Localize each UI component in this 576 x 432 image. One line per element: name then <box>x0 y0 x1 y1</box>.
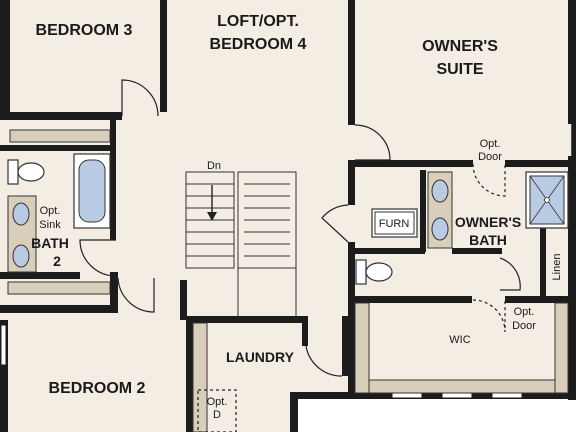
wall <box>342 316 348 376</box>
wall <box>348 160 355 205</box>
room-label-bedroom3: BEDROOM 3 <box>36 22 133 39</box>
sink <box>431 179 449 203</box>
wall <box>110 272 118 312</box>
opt-door-wic-label-line2: Door <box>512 320 536 332</box>
room-labels: BEDROOM 3 LOFT/OPT. BEDROOM 4 OWNER'S SU… <box>31 13 521 397</box>
door-swing <box>499 257 521 291</box>
cabinets <box>7 129 569 432</box>
stair-arrow-head <box>207 212 217 221</box>
stair-direction-label: Dn <box>207 160 221 172</box>
window <box>441 392 473 399</box>
wall <box>160 0 167 112</box>
wall <box>186 316 302 323</box>
furnace-label: FURN <box>379 218 410 230</box>
annotation-labels: Dn FURN Linen Opt. Sink Opt. Door Opt. D… <box>39 138 563 421</box>
linen-label: Linen <box>551 254 563 281</box>
wall <box>568 0 576 124</box>
window <box>491 392 523 399</box>
bathtub-basin <box>78 159 106 223</box>
wall <box>348 302 355 398</box>
wall <box>0 112 122 120</box>
staircase <box>185 171 297 316</box>
furnace <box>371 208 418 238</box>
wall <box>180 280 187 320</box>
wall <box>298 392 576 399</box>
opt-dryer-label-line2: D <box>213 409 221 421</box>
wall <box>452 248 502 254</box>
door-swing <box>354 124 391 161</box>
toilet-tank <box>7 159 19 185</box>
wall <box>571 123 576 157</box>
wall <box>302 316 308 346</box>
wall <box>505 160 575 167</box>
opt-dryer-label-line1: Opt. <box>207 396 228 408</box>
wall <box>355 248 425 254</box>
bedroom3-closet-shelf <box>9 129 111 143</box>
room-label-owners-bath-line2: BATH <box>469 232 507 248</box>
room-label-loft-line1: LOFT/OPT. <box>217 13 299 30</box>
wic-shelf-right <box>554 302 569 394</box>
wall <box>110 118 116 240</box>
wall <box>348 160 473 167</box>
wall <box>290 392 298 432</box>
wall <box>186 316 193 432</box>
sink <box>431 217 449 241</box>
wall <box>348 296 472 303</box>
door-swing <box>121 79 159 117</box>
bedroom2-closet-shelf <box>7 281 111 295</box>
opt-sink-label-line2: Sink <box>39 219 61 231</box>
wall <box>0 0 10 118</box>
room-label-bath2-line2: 2 <box>53 253 61 269</box>
sink <box>12 202 30 226</box>
door-swing <box>305 345 343 377</box>
door-swing <box>79 239 117 277</box>
opt-dryer <box>197 389 237 432</box>
fixtures <box>7 153 569 432</box>
opt-sink <box>12 244 30 268</box>
wic-shelf-left <box>354 302 370 394</box>
door-swing <box>321 204 349 243</box>
room-label-owners-bath-line1: OWNER'S <box>455 214 521 230</box>
door-swing <box>117 277 155 313</box>
wall <box>540 228 546 296</box>
room-label-wic: WIC <box>449 334 470 346</box>
exterior-area <box>298 398 576 432</box>
wall <box>0 305 118 313</box>
toilet-bowl <box>365 262 393 282</box>
wic-shelf-bottom <box>368 379 556 394</box>
room-label-owners-suite-line2: SUITE <box>436 61 483 78</box>
toilet-tank <box>355 259 367 285</box>
opt-door-swing <box>472 163 506 197</box>
wall <box>348 0 355 125</box>
opt-door-swing <box>472 299 506 333</box>
wall <box>348 242 355 302</box>
room-label-bath2-line1: BATH <box>31 235 69 251</box>
window <box>0 324 7 366</box>
doors <box>79 79 521 377</box>
opt-sink-label-line1: Opt. <box>40 205 61 217</box>
opt-door-label-line1: Opt. <box>480 138 501 150</box>
window <box>391 392 423 399</box>
room-label-bedroom2: BEDROOM 2 <box>49 380 146 397</box>
wall <box>505 296 575 303</box>
opt-door-wic-label-line1: Opt. <box>514 306 535 318</box>
room-label-laundry: LAUNDRY <box>226 349 295 365</box>
room-label-loft-line2: BEDROOM 4 <box>210 36 307 53</box>
laundry-shelf <box>192 322 208 432</box>
wall <box>0 145 112 151</box>
furnace-inner <box>374 211 415 235</box>
opt-door-label-line2: Door <box>478 151 502 163</box>
wall <box>568 156 576 400</box>
wall <box>420 170 426 252</box>
wall <box>0 272 80 279</box>
toilet-bowl <box>17 162 45 182</box>
room-label-owners-suite-line1: OWNER'S <box>422 38 498 55</box>
wall <box>0 320 8 432</box>
